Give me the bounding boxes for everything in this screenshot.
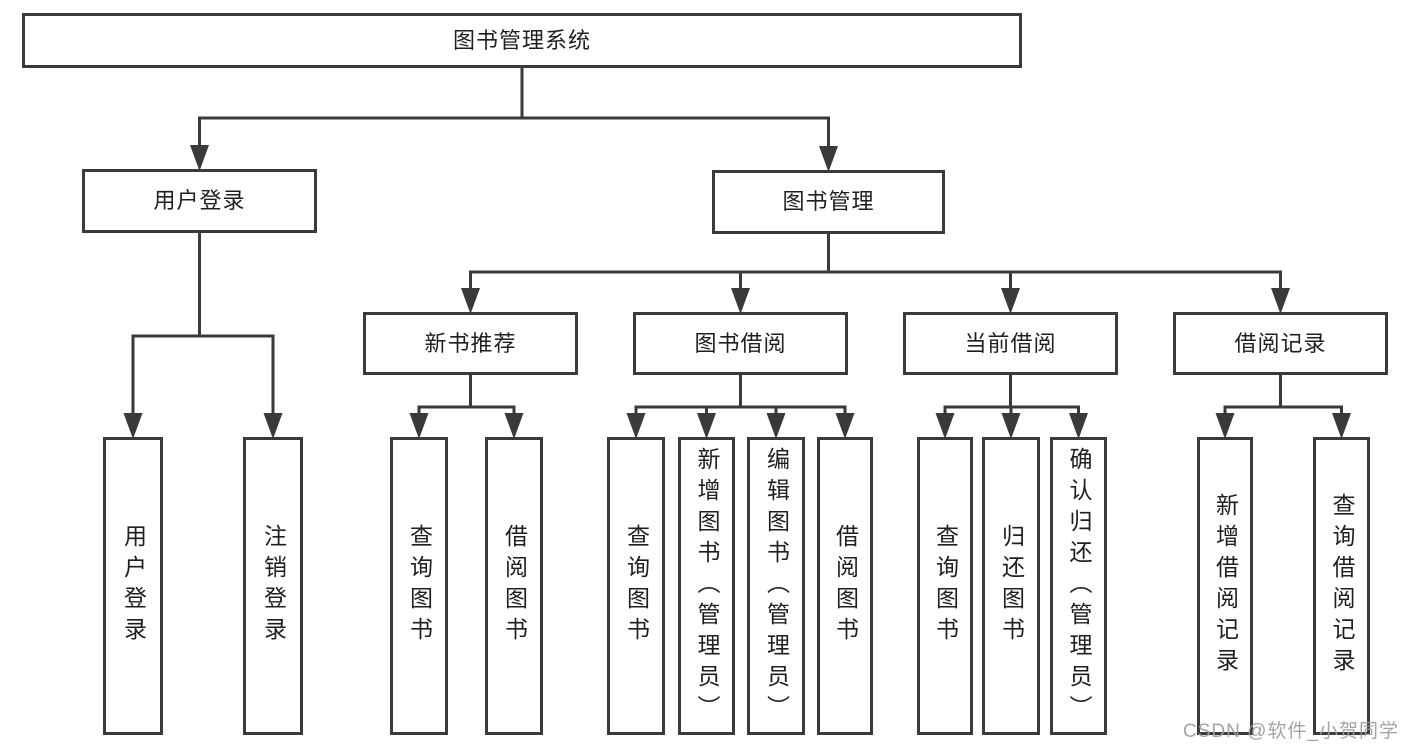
arrowhead-icon: [263, 413, 283, 439]
arrowhead-icon: [1215, 413, 1235, 439]
diagram-node-logout-op: 注销登录: [243, 437, 303, 735]
diagram-node-bb-add: 新增图书（管理员）: [678, 437, 735, 735]
node-label-logout-op: 注销登录: [260, 524, 287, 648]
arrowhead-icon: [190, 145, 209, 171]
diagram-node-bb-edit: 编辑图书（管理员）: [747, 437, 805, 735]
node-label-bb-add: 新增图书（管理员）: [694, 446, 720, 726]
node-label-nbr-borrow: 借阅图书: [501, 524, 528, 648]
arrowhead-icon: [935, 413, 955, 439]
diagram-node-borrow-records: 借阅记录: [1173, 312, 1388, 375]
node-label-bb-query: 查询图书: [623, 524, 650, 648]
diagram-node-nbr-borrow: 借阅图书: [485, 437, 543, 735]
arrowhead-icon: [835, 413, 855, 439]
node-label-br-add: 新增借阅记录: [1212, 493, 1239, 679]
node-label-borrow-records: 借阅记录: [1234, 330, 1327, 356]
node-label-root: 图书管理系统: [452, 27, 591, 53]
node-label-cb-return: 归还图书: [998, 524, 1025, 648]
arrowhead-icon: [766, 413, 786, 439]
arrowhead-icon: [626, 413, 646, 439]
diagram-node-current-borrow: 当前借阅: [903, 312, 1118, 375]
arrowhead-icon: [1001, 288, 1020, 314]
diagram-node-root: 图书管理系统: [22, 13, 1022, 68]
arrowhead-icon: [504, 413, 524, 439]
diagram-node-user-login: 用户登录: [82, 169, 317, 233]
node-label-nbr-query: 查询图书: [406, 524, 433, 648]
diagram-node-cb-query: 查询图书: [917, 437, 973, 735]
node-label-cb-query: 查询图书: [932, 524, 959, 648]
node-label-user-login-op: 用户登录: [120, 524, 147, 648]
diagram-node-user-login-op: 用户登录: [103, 437, 163, 735]
diagram-node-br-add: 新增借阅记录: [1197, 437, 1253, 735]
diagram-node-bb-borrow: 借阅图书: [817, 437, 873, 735]
node-label-current-borrow: 当前借阅: [964, 330, 1057, 356]
node-label-book-borrow: 图书借阅: [694, 330, 787, 356]
diagram-node-cb-confirm: 确认归还（管理员）: [1050, 437, 1107, 735]
diagram-node-bb-query: 查询图书: [607, 437, 665, 735]
arrowhead-icon: [409, 413, 429, 439]
diagram-node-new-book-rec: 新书推荐: [363, 312, 578, 375]
arrowhead-icon: [731, 288, 750, 314]
node-label-br-query: 查询借阅记录: [1329, 493, 1355, 679]
node-label-cb-confirm: 确认归还（管理员）: [1066, 446, 1092, 726]
node-label-user-login: 用户登录: [153, 188, 246, 213]
arrowhead-icon: [1001, 413, 1021, 439]
arrowhead-icon: [819, 146, 838, 172]
node-label-book-mgmt: 图书管理: [782, 189, 875, 214]
node-label-bb-borrow: 借阅图书: [832, 524, 859, 648]
arrowhead-icon: [123, 413, 143, 439]
diagram-node-cb-return: 归还图书: [982, 437, 1040, 735]
diagram-node-book-mgmt: 图书管理: [712, 170, 945, 234]
arrowhead-icon: [1069, 413, 1088, 439]
watermark: CSDN @软件_小贺同学: [1183, 721, 1399, 742]
arrowhead-icon: [697, 413, 716, 439]
diagram-node-book-borrow: 图书借阅: [633, 312, 848, 375]
diagram-node-nbr-query: 查询图书: [390, 437, 448, 735]
diagram-node-br-query: 查询借阅记录: [1313, 437, 1370, 735]
arrowhead-icon: [461, 288, 480, 314]
node-label-new-book-rec: 新书推荐: [424, 330, 517, 356]
arrowhead-icon: [1271, 288, 1290, 314]
node-label-bb-edit: 编辑图书（管理员）: [763, 446, 790, 726]
arrowhead-icon: [1332, 413, 1351, 439]
